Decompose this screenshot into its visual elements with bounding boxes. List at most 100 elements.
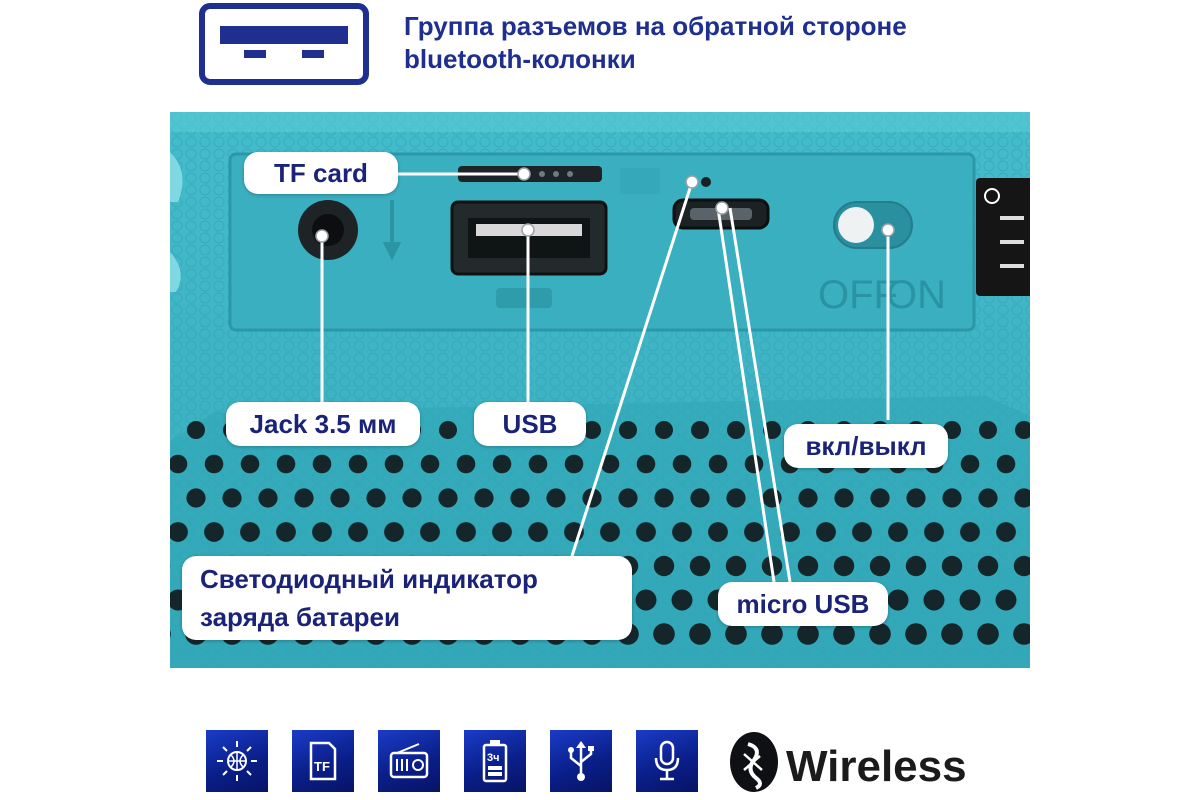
page-title-line2: bluetooth-колонки (404, 44, 636, 74)
battery-icon: 3ч (464, 730, 526, 792)
microphone-icon (636, 730, 698, 792)
grille-hole (887, 589, 909, 611)
grille-hole (798, 488, 818, 508)
grille-hole (402, 488, 422, 508)
grille-hole (492, 454, 512, 474)
grille-hole (978, 488, 998, 508)
grille-hole (186, 488, 206, 508)
grille-hole (979, 421, 997, 439)
grille-hole (833, 555, 855, 577)
grille-hole (420, 454, 440, 474)
grille-hole (816, 522, 836, 542)
grille-hole (689, 555, 711, 577)
grille-hole (905, 623, 927, 645)
grille-hole (691, 421, 709, 439)
grille-hole (636, 454, 656, 474)
grille-hole (708, 454, 728, 474)
grille-hole (204, 522, 224, 542)
battery-icon-label: 3ч (487, 752, 500, 764)
grille-hole (600, 454, 620, 474)
grille-hole (833, 623, 855, 645)
usb-port-icon (199, 3, 369, 85)
grille-hole (1013, 555, 1030, 577)
grille-hole (294, 488, 314, 508)
grille-hole (204, 454, 224, 474)
grille-hole (420, 522, 440, 542)
grille-hole (672, 454, 692, 474)
grille-hole (618, 488, 638, 508)
grille-hole (600, 522, 620, 542)
grille-hole (995, 589, 1017, 611)
grille-hole (276, 522, 296, 542)
callout-leader-lines (320, 172, 890, 583)
usb-print-icon (496, 288, 552, 308)
page-title: Группа разъемов на обратной стороне blue… (404, 10, 1024, 76)
grille-hole (906, 488, 926, 508)
grille-hole (258, 488, 278, 508)
grille-hole (170, 454, 188, 474)
grille-hole (690, 488, 710, 508)
grille-hole (725, 555, 747, 577)
tf-card-icon: TF (292, 730, 354, 792)
grille-hole (1014, 488, 1030, 508)
callout-power-switch: вкл/выкл (784, 424, 948, 468)
grille-hole (366, 488, 386, 508)
grille-hole (240, 454, 260, 474)
grille-hole (744, 522, 764, 542)
switch-on-print: ON (886, 273, 946, 317)
grille-hole (977, 623, 999, 645)
grille-hole (546, 488, 566, 508)
grille-hole (222, 488, 242, 508)
grille-hole (834, 488, 854, 508)
grille-hole (941, 555, 963, 577)
grille-hole (330, 488, 350, 508)
page-title-line1: Группа разъемов на обратной стороне (404, 11, 907, 41)
battery-led (701, 177, 711, 187)
grille-hole (726, 488, 746, 508)
usb-symbol-icon (550, 730, 612, 792)
grille-hole (977, 555, 999, 577)
headphone-symbol-icon (382, 200, 402, 261)
callout-tf-card: TF card (244, 152, 398, 194)
grille-hole (348, 454, 368, 474)
grille-hole (654, 488, 674, 508)
wireless-label: Wireless (786, 742, 967, 791)
grille-hole (924, 522, 944, 542)
callout-battery-led-line2: заряда батареи (200, 602, 400, 632)
grille-hole (1013, 623, 1030, 645)
grille-hole (797, 555, 819, 577)
callout-battery-led: Светодиодный индикатор заряда батареи (182, 556, 632, 640)
switch-off-print: OFF (818, 273, 898, 317)
grille-hole (905, 555, 927, 577)
feature-icon-bar: TF 3ч (206, 730, 1006, 794)
grille-hole (888, 522, 908, 542)
grille-hole (583, 421, 601, 439)
grille-hole (780, 522, 800, 542)
grille-hole (170, 522, 188, 542)
grille-hole (653, 623, 675, 645)
grille-hole (439, 421, 457, 439)
grille-hole (1015, 421, 1030, 439)
grille-hole (852, 522, 872, 542)
callout-micro-usb: micro USB (718, 582, 888, 626)
grille-hole (276, 454, 296, 474)
grille-hole (619, 421, 637, 439)
grille-hole (708, 522, 728, 542)
grille-hole (635, 589, 657, 611)
globe-network-icon (206, 730, 268, 792)
grille-hole (312, 454, 332, 474)
callout-battery-led-line1: Светодиодный индикатор (200, 564, 538, 594)
grille-hole (959, 589, 981, 611)
callout-jack: Jack 3.5 мм (226, 402, 420, 446)
grille-hole (689, 623, 711, 645)
grille-hole (240, 522, 260, 542)
grille-hole (960, 454, 980, 474)
grille-hole (312, 522, 332, 542)
grille-hole (869, 555, 891, 577)
grille-hole (348, 522, 368, 542)
grille-hole (456, 522, 476, 542)
bluetooth-logo-icon (730, 732, 778, 792)
grille-hole (671, 589, 693, 611)
grille-hole (170, 629, 171, 639)
tf-card-icon-label: TF (314, 759, 330, 774)
